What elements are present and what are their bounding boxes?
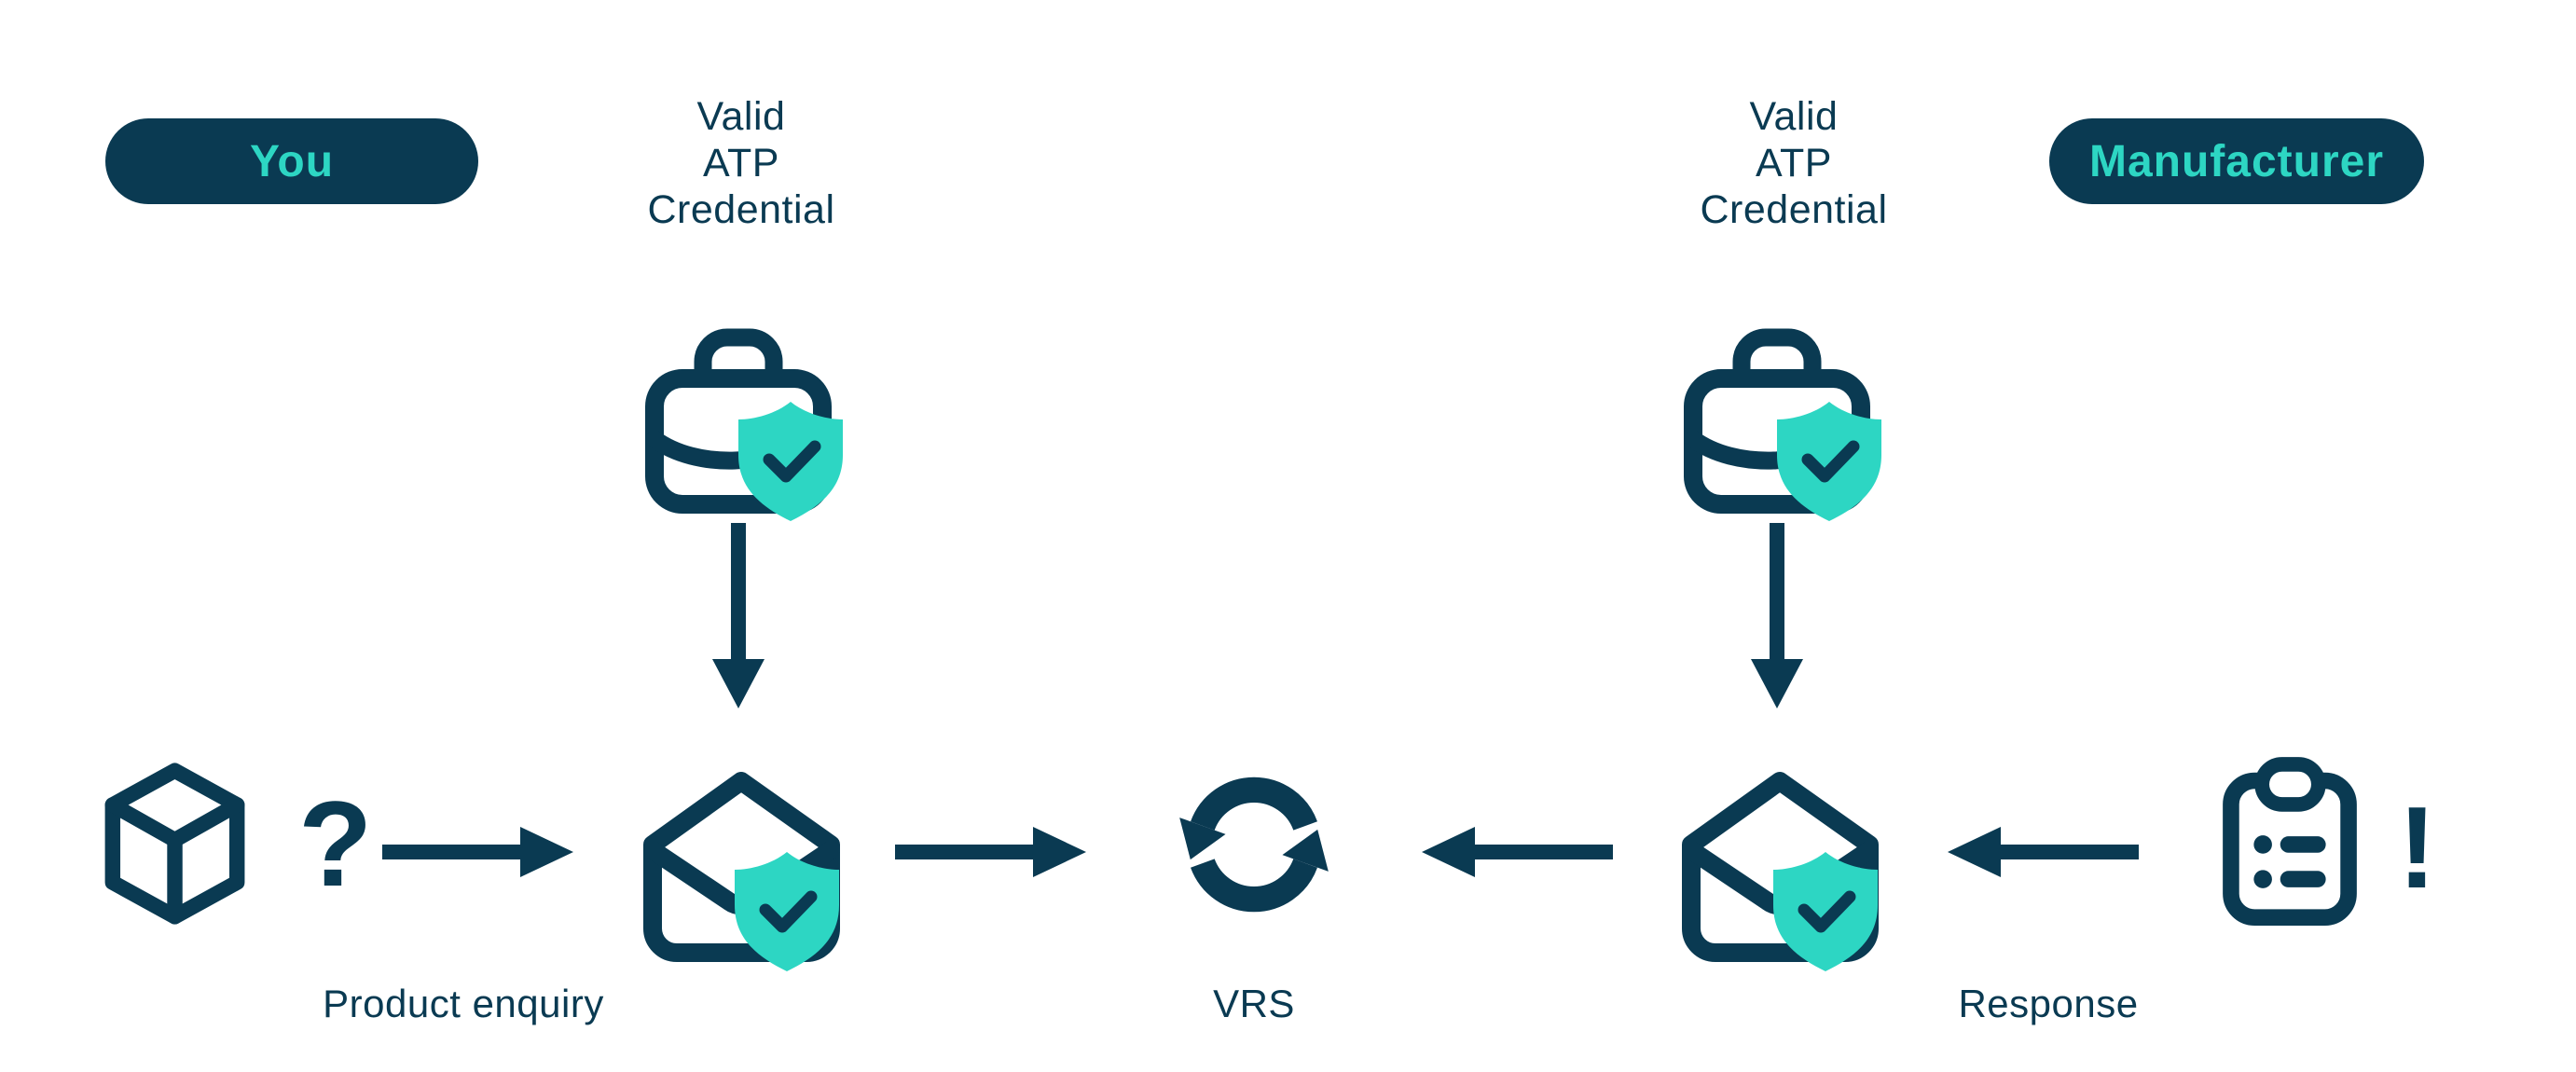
manufacturer-pill: Manufacturer — [2049, 118, 2424, 204]
open-envelope-icon-left — [643, 772, 840, 971]
credential-line: ATP — [1756, 141, 1832, 186]
credential-line: Credential — [1700, 187, 1888, 232]
manufacturer-label: Manufacturer — [2088, 136, 2385, 186]
clipboard-list-icon — [2223, 757, 2357, 926]
atp-credential-heading-left: Valid ATP Credential — [578, 93, 904, 233]
product-enquiry-label: Product enquiry — [323, 982, 604, 1025]
shield-check-icon — [1777, 402, 1881, 521]
arrow-clipboard-to-envelope — [1948, 827, 2139, 877]
shield-check-icon — [738, 402, 843, 521]
you-label: You — [249, 136, 335, 186]
arrow-cube-to-envelope — [382, 827, 573, 877]
sync-bottom-arc — [1191, 858, 1317, 913]
arrow-down-right — [1751, 523, 1803, 708]
briefcase-handle — [694, 328, 783, 388]
vrs-label: VRS — [1213, 982, 1295, 1025]
atp-credential-heading-right: Valid ATP Credential — [1631, 93, 1957, 233]
arrow-response-envelope-to-vrs — [1422, 827, 1613, 877]
credential-line: Credential — [647, 187, 835, 232]
arrow-down-left — [712, 523, 765, 708]
check-mark — [1798, 890, 1856, 933]
sync-arrowhead-right — [1282, 829, 1329, 872]
clipboard-clip — [2254, 757, 2326, 812]
exclamation-symbol: ! — [2398, 784, 2437, 913]
check-mark — [1801, 440, 1860, 483]
sync-top-arc — [1191, 777, 1317, 831]
sync-arrowhead-left — [1179, 818, 1226, 860]
you-pill: You — [105, 118, 478, 204]
check-mark — [763, 440, 821, 483]
credential-line: ATP — [703, 141, 779, 186]
briefcase-handle — [1732, 328, 1822, 388]
shield-check-icon — [1773, 852, 1878, 971]
credential-line: Valid — [696, 94, 786, 139]
credential-line: Valid — [1749, 94, 1839, 139]
open-envelope-icon-right — [1682, 772, 1879, 971]
package-cube-icon — [104, 763, 245, 925]
briefcase-credential-icon-left — [645, 328, 843, 521]
question-mark-symbol: ? — [298, 776, 373, 912]
arrow-envelope-to-vrs — [895, 827, 1086, 877]
shield-check-icon — [735, 852, 839, 971]
briefcase-credential-icon-right — [1684, 328, 1881, 521]
response-label: Response — [1958, 982, 2139, 1025]
check-mark — [759, 890, 818, 933]
sync-arrows-icon — [1179, 777, 1329, 913]
